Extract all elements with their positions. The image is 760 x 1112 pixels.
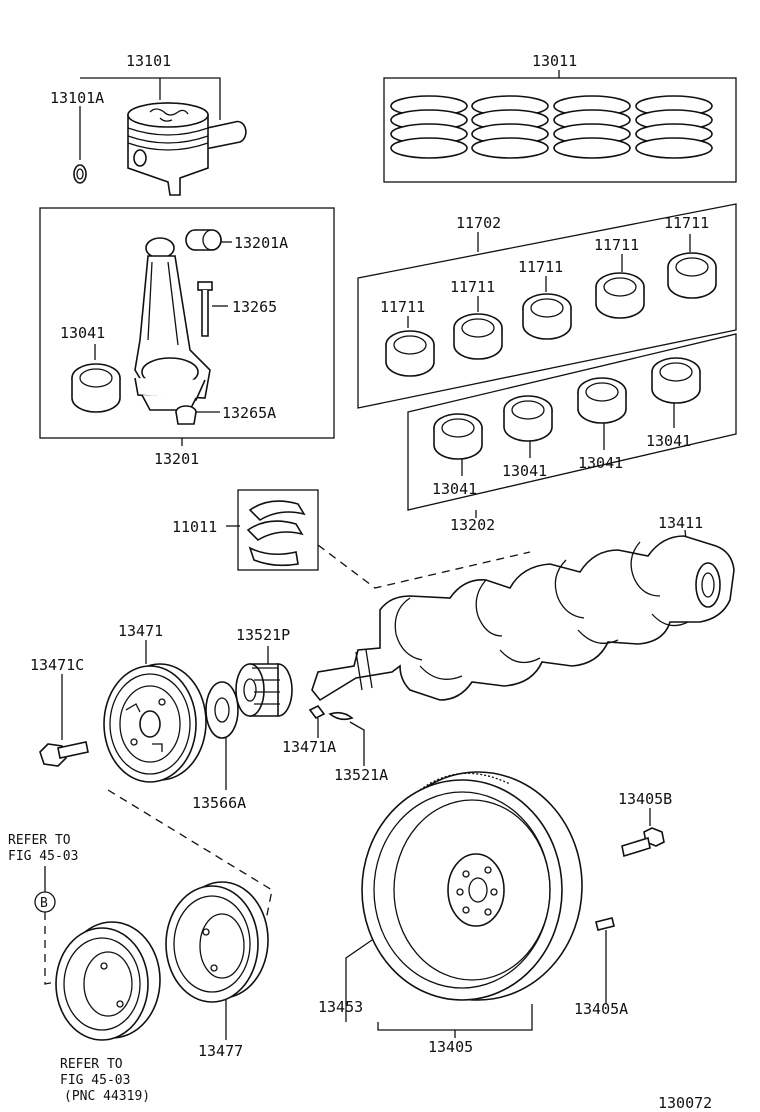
crankshaft-13411[interactable] [311,529,735,702]
pulley-bolt-13471C[interactable] [39,674,89,767]
label-13405: 13405 [428,1038,473,1056]
main-bearing-upper-1[interactable] [385,316,435,377]
thrust-washer-set-11011[interactable] [226,489,531,589]
main-bearing-upper-2[interactable] [453,296,503,360]
label-13405A: 13405A [574,1000,628,1018]
label-13011: 13011 [532,52,577,70]
figure-number: 130072 [658,1094,712,1112]
label-13201: 13201 [154,450,199,468]
main-bearing-set-11702[interactable] [357,203,737,409]
label-13101: 13101 [126,52,171,70]
callout-b-letter: B [40,896,48,911]
refer-note-bottom-line1: REFER TO [60,1057,123,1072]
label-13471: 13471 [118,622,163,640]
label-13471C: 13471C [30,656,84,674]
piston-ring-set-13011[interactable] [383,70,737,183]
reference-pulley-44319[interactable] [55,921,161,1041]
piston-13101[interactable] [80,77,247,196]
bushing-13201A[interactable] [185,229,232,251]
label-11011: 11011 [172,518,217,536]
rod-nut-13265A[interactable] [175,405,220,425]
label-13566A: 13566A [192,794,246,812]
piston-pin-snap-ring-13101A[interactable] [73,106,87,184]
label-13202: 13202 [450,516,495,534]
label-13101A: 13101A [50,89,104,107]
refer-note-bottom-line2: FIG 45-03 [60,1073,130,1088]
label-13041-c: 13041 [578,454,623,472]
label-13041-d: 13041 [646,432,691,450]
gear-key-13521A[interactable] [328,711,365,766]
main-bearing-lower-4[interactable] [651,357,701,428]
dowel-pin-13405A[interactable] [595,917,615,1004]
label-11711-a: 11711 [380,298,425,316]
rod-bolt-13265[interactable] [197,281,228,337]
ring-gear-13453[interactable] [345,939,373,1022]
label-13521P: 13521P [236,626,290,644]
label-13411: 13411 [658,514,703,532]
label-11711-b: 11711 [450,278,495,296]
label-13041-rod: 13041 [60,324,105,342]
main-bearing-lower-2[interactable] [503,395,553,458]
rod-bearing-13041[interactable] [71,344,121,413]
crankshaft-pulley-13471[interactable] [103,640,273,951]
main-bearing-upper-4[interactable] [595,254,645,319]
label-11711-d: 11711 [594,236,639,254]
crank-timing-gear-13521P[interactable] [235,646,293,717]
main-bearing-lower-1[interactable] [433,413,483,476]
label-13477: 13477 [198,1042,243,1060]
main-bearing-lower-3[interactable] [577,377,627,450]
damper-pulley-13477[interactable] [165,881,269,1040]
crank-washer-13566A[interactable] [205,681,239,790]
main-bearing-upper-3[interactable] [522,276,572,340]
main-bearing-upper-5[interactable] [667,234,717,299]
refer-note-bottom-line3: (PNC 44319) [64,1089,150,1104]
label-13453: 13453 [318,998,363,1016]
refer-note-top-line2: FIG 45-03 [8,849,78,864]
label-13405B: 13405B [618,790,672,808]
label-13265: 13265 [232,298,277,316]
label-11702: 11702 [456,214,501,232]
refer-note-top-line1: REFER TO [8,833,71,848]
connecting-rod-13201[interactable] [39,207,335,446]
flywheel-13405[interactable] [361,771,583,1001]
main-bearing-set-13202[interactable] [407,333,737,518]
callout-b: B [34,891,56,913]
label-11711-c: 11711 [518,258,563,276]
label-13201A: 13201A [234,234,288,252]
label-13521A: 13521A [334,766,388,784]
label-13471A: 13471A [282,738,336,756]
flywheel-bolt-13405B[interactable] [621,808,665,858]
label-13041-a: 13041 [432,480,477,498]
label-13041-b: 13041 [502,462,547,480]
pulley-key-13471A[interactable] [308,704,326,738]
label-11711-e: 11711 [664,214,709,232]
label-13265A: 13265A [222,404,276,422]
